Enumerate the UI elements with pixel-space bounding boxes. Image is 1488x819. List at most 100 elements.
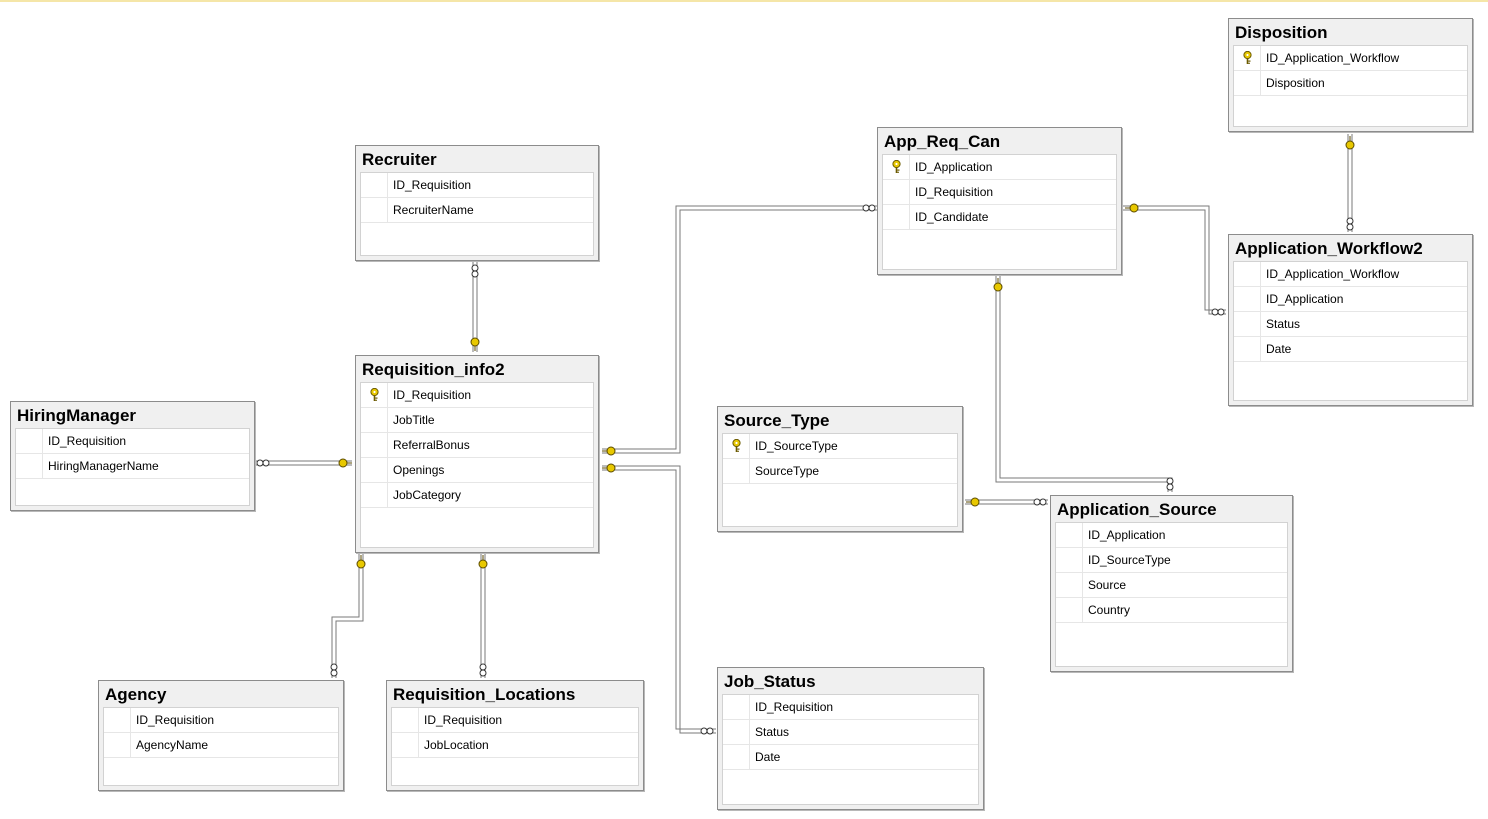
table-columns: ID_SourceType SourceType bbox=[722, 433, 958, 527]
column-name: ID_Application bbox=[1088, 528, 1166, 542]
column-row[interactable]: SourceType bbox=[723, 459, 957, 484]
column-name: ID_Application bbox=[1266, 292, 1344, 306]
primary-key-icon bbox=[369, 388, 380, 402]
column-row[interactable]: AgencyName bbox=[104, 733, 338, 758]
column-name: ReferralBonus bbox=[393, 438, 470, 452]
column-name: ID_SourceType bbox=[1088, 553, 1171, 567]
table-columns: ID_Application_Workflow ID_Application S… bbox=[1233, 261, 1468, 401]
column-row[interactable]: ID_Requisition bbox=[723, 695, 978, 720]
top-border bbox=[0, 0, 1488, 2]
table-title: Requisition_info2 bbox=[362, 360, 505, 379]
table-application-source[interactable]: Application_Source ID_Application ID_Sou… bbox=[1050, 495, 1293, 672]
column-name: SourceType bbox=[755, 464, 820, 478]
table-job-status[interactable]: Job_Status ID_Requisition Status Date bbox=[717, 667, 984, 810]
table-requisition-info2[interactable]: Requisition_info2 ID_Requisition JobTitl… bbox=[355, 355, 599, 553]
column-name: Source bbox=[1088, 578, 1127, 592]
primary-key-icon bbox=[1242, 51, 1253, 65]
table-columns: ID_Requisition AgencyName bbox=[103, 707, 339, 786]
column-name: Country bbox=[1088, 603, 1131, 617]
table-columns: ID_Application_Workflow Disposition bbox=[1233, 45, 1468, 127]
table-columns: ID_Requisition JobLocation bbox=[391, 707, 639, 786]
table-disposition[interactable]: Disposition ID_Application_Workflow Disp… bbox=[1228, 18, 1473, 132]
table-columns: ID_Requisition JobTitle ReferralBonus Op… bbox=[360, 382, 594, 548]
table-source-type[interactable]: Source_Type ID_SourceType SourceType bbox=[717, 406, 963, 532]
table-columns: ID_Application ID_SourceType Source Coun… bbox=[1055, 522, 1288, 667]
table-title: Source_Type bbox=[724, 411, 830, 430]
column-row[interactable]: Date bbox=[723, 745, 978, 770]
table-title: Requisition_Locations bbox=[393, 685, 576, 704]
column-row[interactable]: ID_SourceType bbox=[1056, 548, 1287, 573]
table-title: App_Req_Can bbox=[884, 132, 1001, 151]
column-row[interactable]: JobTitle bbox=[361, 408, 593, 433]
column-row[interactable]: Status bbox=[1234, 312, 1467, 337]
column-row[interactable]: ID_Application bbox=[1056, 523, 1287, 548]
column-name: JobCategory bbox=[393, 488, 462, 502]
table-title: Agency bbox=[105, 685, 167, 704]
table-columns: ID_Requisition Status Date bbox=[722, 694, 979, 805]
column-name: Status bbox=[755, 725, 790, 739]
column-row[interactable]: Status bbox=[723, 720, 978, 745]
column-row[interactable]: ID_Application_Workflow bbox=[1234, 262, 1467, 287]
column-name: ID_Requisition bbox=[393, 178, 472, 192]
column-row[interactable]: ID_Application_Workflow bbox=[1234, 46, 1467, 71]
table-columns: ID_Requisition HiringManagerName bbox=[15, 428, 250, 506]
column-name: ID_Application bbox=[915, 160, 993, 174]
primary-key-icon bbox=[891, 160, 902, 174]
column-row[interactable]: Country bbox=[1056, 598, 1287, 623]
column-row[interactable]: Source bbox=[1056, 573, 1287, 598]
column-row[interactable]: ID_SourceType bbox=[723, 434, 957, 459]
table-title: Recruiter bbox=[362, 150, 437, 169]
column-name: ID_Requisition bbox=[755, 700, 834, 714]
column-name: RecruiterName bbox=[393, 203, 474, 217]
column-name: ID_SourceType bbox=[755, 439, 838, 453]
table-title: Job_Status bbox=[724, 672, 816, 691]
column-name: Date bbox=[755, 750, 781, 764]
column-row[interactable]: ID_Requisition bbox=[883, 180, 1116, 205]
table-title: Application_Source bbox=[1057, 500, 1217, 519]
table-requisition-locations[interactable]: Requisition_Locations ID_Requisition Job… bbox=[386, 680, 644, 791]
primary-key-icon bbox=[731, 439, 742, 453]
table-hiringmanager[interactable]: HiringManager ID_Requisition HiringManag… bbox=[10, 401, 255, 511]
column-row[interactable]: ID_Requisition bbox=[16, 429, 249, 454]
table-columns: ID_Application ID_Requisition ID_Candida… bbox=[882, 154, 1117, 270]
column-name: Date bbox=[1266, 342, 1292, 356]
column-row[interactable]: ReferralBonus bbox=[361, 433, 593, 458]
column-name: ID_Application_Workflow bbox=[1266, 267, 1400, 281]
column-row[interactable]: ID_Requisition bbox=[361, 383, 593, 408]
column-row[interactable]: HiringManagerName bbox=[16, 454, 249, 479]
column-row[interactable]: Disposition bbox=[1234, 71, 1467, 96]
column-name: JobTitle bbox=[393, 413, 435, 427]
column-name: ID_Requisition bbox=[48, 434, 127, 448]
column-row[interactable]: ID_Requisition bbox=[361, 173, 593, 198]
table-agency[interactable]: Agency ID_Requisition AgencyName bbox=[98, 680, 344, 791]
column-row[interactable]: Date bbox=[1234, 337, 1467, 362]
column-name: ID_Requisition bbox=[424, 713, 503, 727]
column-row[interactable]: JobLocation bbox=[392, 733, 638, 758]
table-app-req-can[interactable]: App_Req_Can ID_Application ID_Requisitio… bbox=[877, 127, 1122, 275]
column-name: JobLocation bbox=[424, 738, 489, 752]
column-row[interactable]: RecruiterName bbox=[361, 198, 593, 223]
column-name: Status bbox=[1266, 317, 1301, 331]
column-name: ID_Candidate bbox=[915, 210, 989, 224]
column-name: ID_Application_Workflow bbox=[1266, 51, 1400, 65]
table-title: Disposition bbox=[1235, 23, 1328, 42]
column-row[interactable]: ID_Requisition bbox=[392, 708, 638, 733]
table-title: HiringManager bbox=[17, 406, 137, 425]
table-columns: ID_Requisition RecruiterName bbox=[360, 172, 594, 256]
column-row[interactable]: ID_Application bbox=[1234, 287, 1467, 312]
column-row[interactable]: ID_Candidate bbox=[883, 205, 1116, 230]
table-recruiter[interactable]: Recruiter ID_Requisition RecruiterName bbox=[355, 145, 599, 261]
column-name: ID_Requisition bbox=[393, 388, 472, 402]
column-name: ID_Requisition bbox=[136, 713, 215, 727]
column-name: ID_Requisition bbox=[915, 185, 994, 199]
table-application-workflow2[interactable]: Application_Workflow2 ID_Application_Wor… bbox=[1228, 234, 1473, 406]
column-row[interactable]: Openings bbox=[361, 458, 593, 483]
column-name: Disposition bbox=[1266, 76, 1325, 90]
column-name: AgencyName bbox=[136, 738, 209, 752]
column-row[interactable]: ID_Application bbox=[883, 155, 1116, 180]
table-title: Application_Workflow2 bbox=[1235, 239, 1423, 258]
column-row[interactable]: ID_Requisition bbox=[104, 708, 338, 733]
column-name: HiringManagerName bbox=[48, 459, 159, 473]
column-row[interactable]: JobCategory bbox=[361, 483, 593, 508]
